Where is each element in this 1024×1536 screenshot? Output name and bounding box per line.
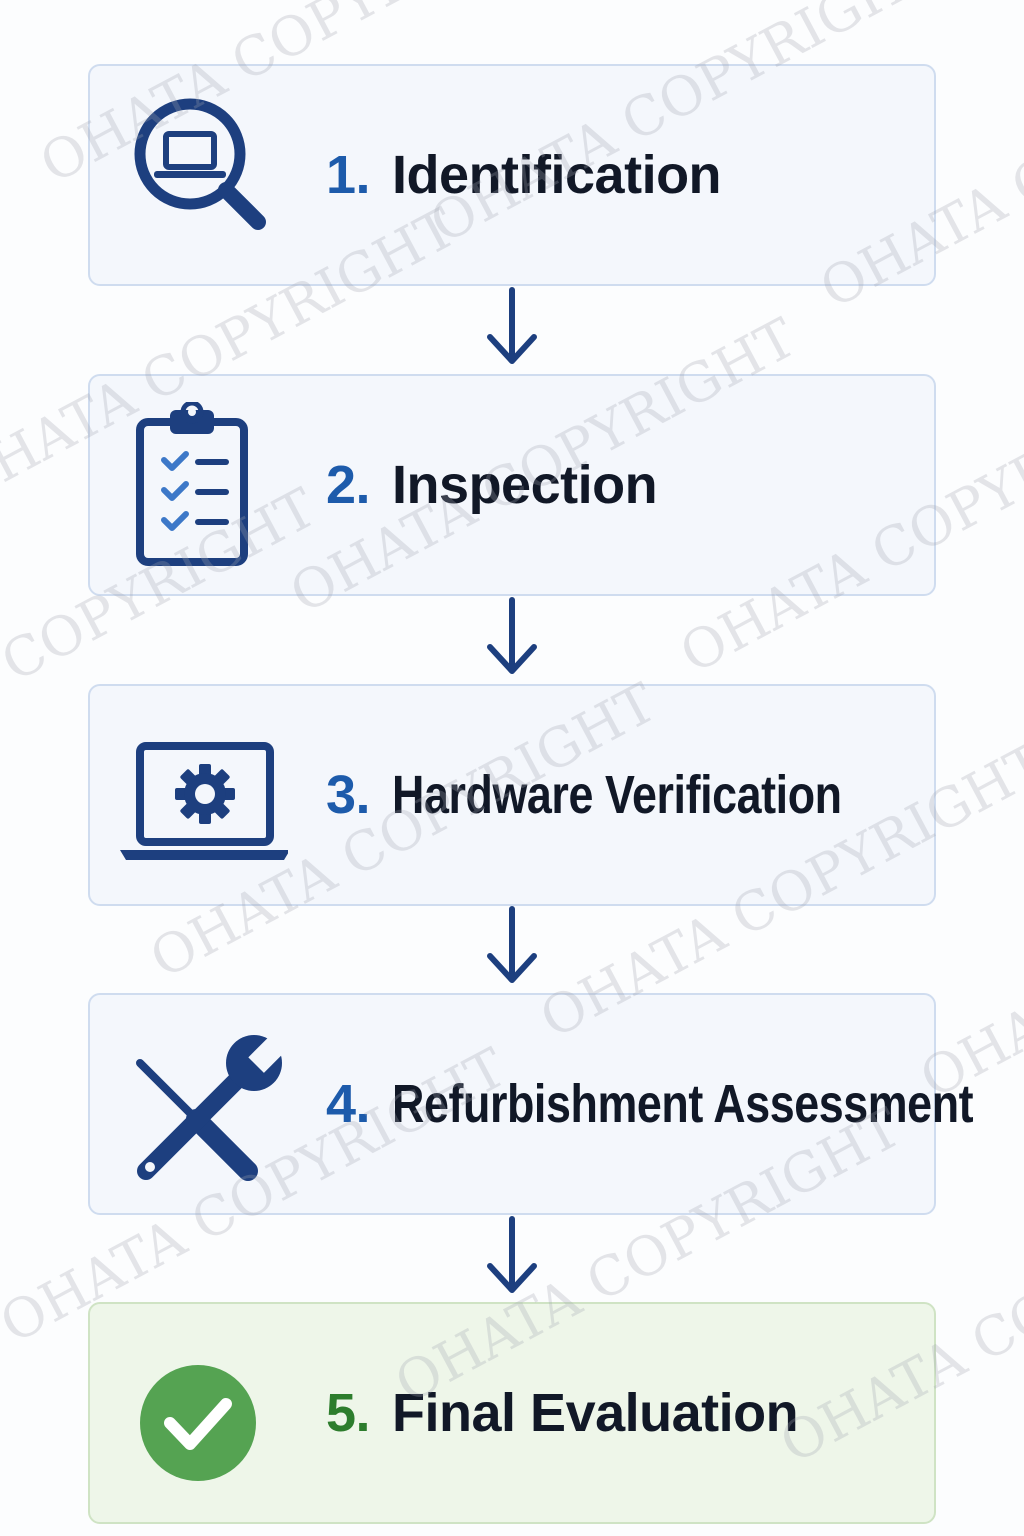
- step-number: 3.: [326, 765, 371, 825]
- step-title: Hardware Verification: [392, 765, 842, 825]
- step-card-final-evaluation: 5. Final Evaluation: [88, 1302, 936, 1524]
- step-label: 5. Final Evaluation: [326, 1304, 799, 1522]
- step-number: 2.: [326, 455, 371, 515]
- down-arrow-icon: [484, 906, 540, 986]
- laptop-magnifier-icon: [118, 92, 288, 262]
- step-card-hardware-verification: 3. Hardware Verification: [88, 684, 936, 906]
- step-label: 4. Refurbishment Assessment: [326, 995, 1024, 1213]
- step-label: 2. Inspection: [326, 376, 658, 594]
- laptop-gear-icon: [118, 712, 288, 882]
- step-label: 1. Identification: [326, 66, 722, 284]
- checkmark-circle-icon: [118, 1330, 288, 1500]
- clipboard-checklist-icon: [118, 402, 288, 572]
- step-title: Refurbishment Assessment: [392, 1074, 974, 1134]
- step-label: 3. Hardware Verification: [326, 686, 934, 904]
- step-title: Final Evaluation: [392, 1383, 799, 1443]
- step-number: 4.: [326, 1074, 371, 1134]
- down-arrow-icon: [484, 1216, 540, 1296]
- screwdriver-wrench-icon: [118, 1021, 288, 1191]
- step-number: 1.: [326, 145, 371, 205]
- step-card-refurbishment-assessment: 4. Refurbishment Assessment: [88, 993, 974, 1215]
- down-arrow-icon: [484, 597, 540, 677]
- step-card-inspection: 2. Inspection: [88, 374, 936, 596]
- down-arrow-icon: [484, 287, 540, 367]
- step-number: 5.: [326, 1383, 371, 1443]
- step-card-identification: 1. Identification: [88, 64, 936, 286]
- step-title: Inspection: [392, 455, 658, 515]
- step-title: Identification: [392, 145, 722, 205]
